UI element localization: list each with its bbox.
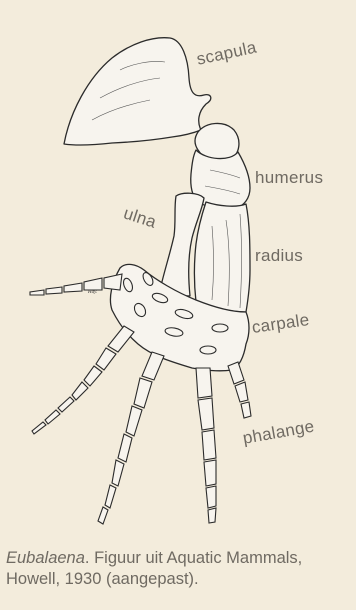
caption-genus: Eubalaena — [6, 549, 85, 567]
digit-4 — [196, 368, 216, 523]
caption-citation: Howell, 1930 (aangepast). — [6, 570, 199, 588]
digit-1 — [30, 274, 122, 295]
caption-source: . Figuur uit Aquatic Mammals, — [85, 549, 302, 567]
digit-5 — [228, 362, 251, 418]
label-radius: radius — [255, 246, 303, 266]
scapula-bone — [64, 38, 211, 145]
figure-caption: Eubalaena. Figuur uit Aquatic Mammals, H… — [6, 548, 354, 590]
digit-3 — [98, 352, 164, 524]
label-humerus: humerus — [255, 168, 323, 188]
artist-signature: Hay. — [88, 290, 97, 295]
digit-2 — [32, 326, 134, 434]
whale-flipper-illustration — [0, 0, 356, 540]
